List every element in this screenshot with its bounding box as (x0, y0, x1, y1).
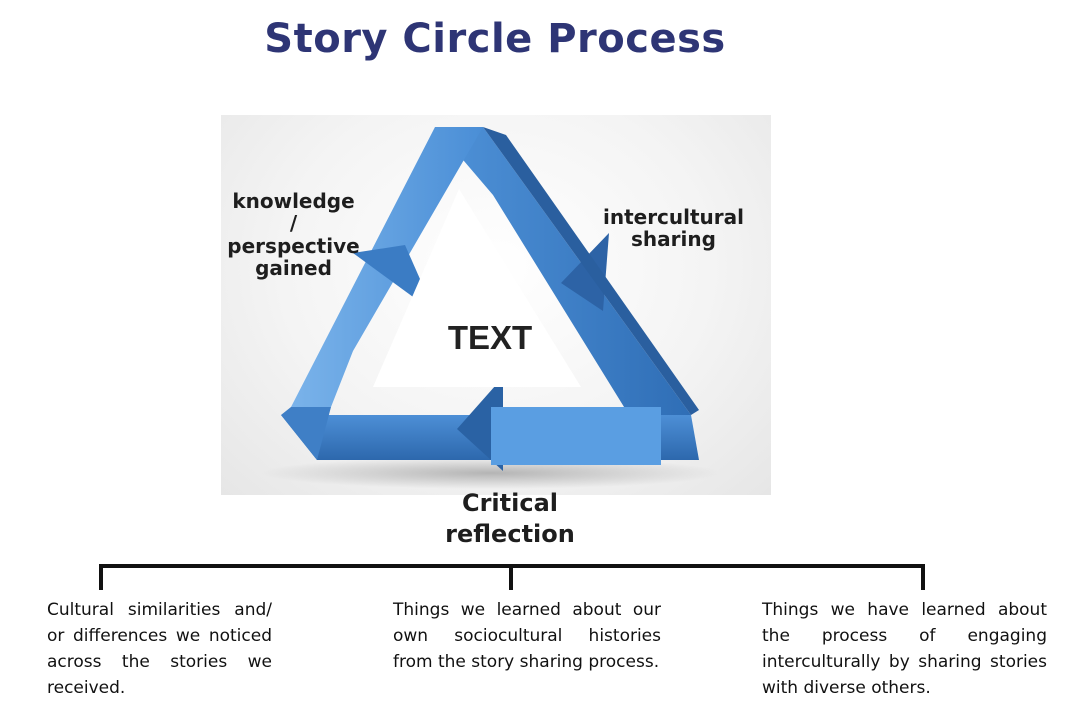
arrow-intercultural-head (561, 233, 609, 311)
note-cultural-similarities: Cultural similarities and/ or difference… (47, 600, 272, 698)
cycle-diagram (221, 115, 771, 495)
label-center-text: TEXT (447, 319, 533, 356)
page-title: Story Circle Process (264, 16, 726, 62)
note-sociocultural-histories: Things we learned about our own sociocul… (393, 600, 661, 672)
arrow-intercultural-face (483, 127, 699, 415)
arrow-knowledge-face (281, 407, 331, 460)
label-intercultural-sharing: intercultural sharing (602, 205, 745, 252)
arrow-critical-tail (491, 407, 661, 465)
inner-triangle (373, 189, 581, 387)
cycle-arrows (261, 127, 721, 489)
arrow-intercultural-sharing (435, 127, 691, 415)
label-knowledge-perspective-gained: knowledge / perspective gained (227, 189, 360, 281)
note-engaging-interculturally: Things we have learned about the process… (762, 600, 1047, 698)
label-critical-reflection: Critical reflection (445, 489, 575, 549)
